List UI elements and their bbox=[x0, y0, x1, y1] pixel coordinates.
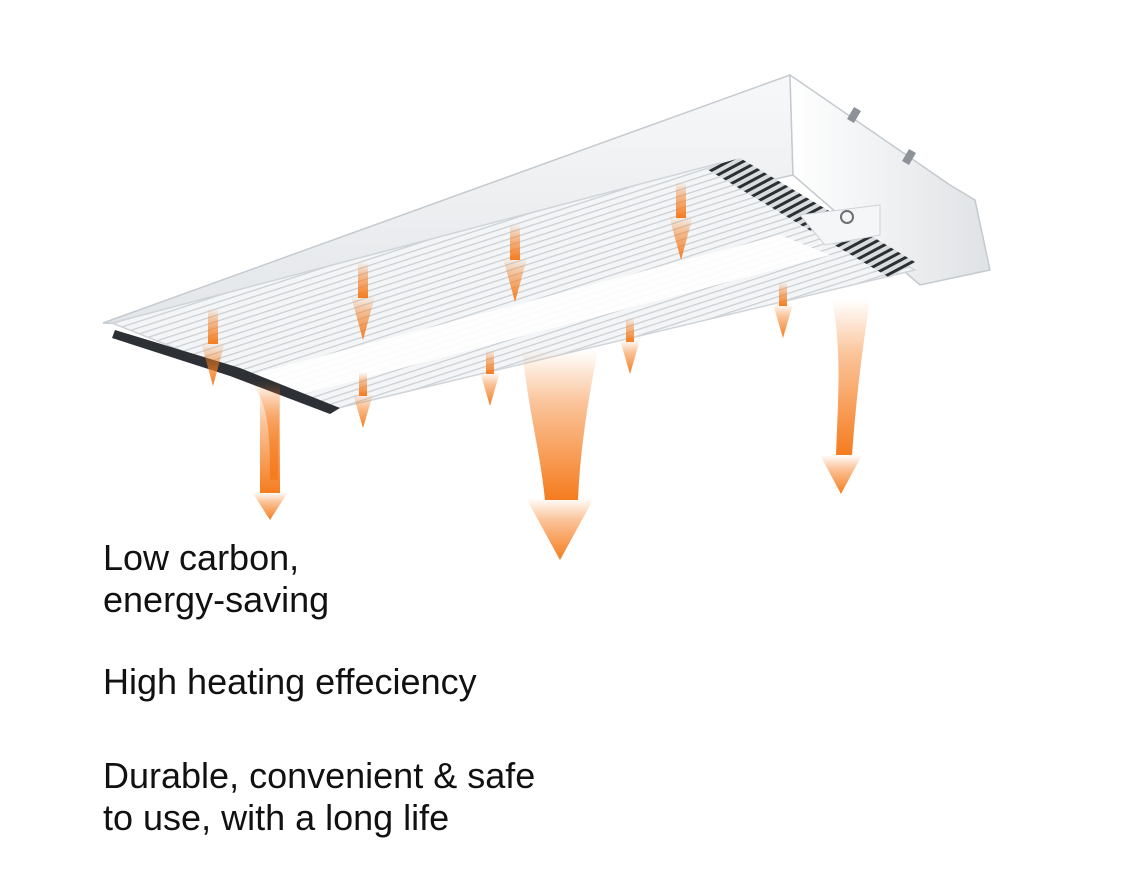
feature-heating-efficiency: High heating effeciency bbox=[103, 661, 477, 702]
arrow-icon bbox=[480, 350, 500, 406]
arrow-icon bbox=[522, 350, 598, 560]
feature-low-carbon: Low carbon, energy-saving bbox=[103, 537, 330, 620]
arrow-icon bbox=[503, 224, 527, 302]
heat-arrows-small bbox=[201, 182, 793, 428]
arrow-icon bbox=[773, 282, 793, 338]
heat-arrows-large bbox=[248, 300, 870, 560]
arrow-icon bbox=[620, 318, 640, 374]
arrow-icon bbox=[351, 262, 375, 340]
arrow-icon bbox=[669, 182, 693, 260]
arrow-icon bbox=[353, 372, 373, 428]
arrow-icon bbox=[201, 308, 225, 386]
arrow-icon bbox=[820, 300, 870, 494]
feature-durability: Durable, convenient & safe to use, with … bbox=[103, 755, 536, 838]
arrow-icon bbox=[248, 380, 288, 520]
